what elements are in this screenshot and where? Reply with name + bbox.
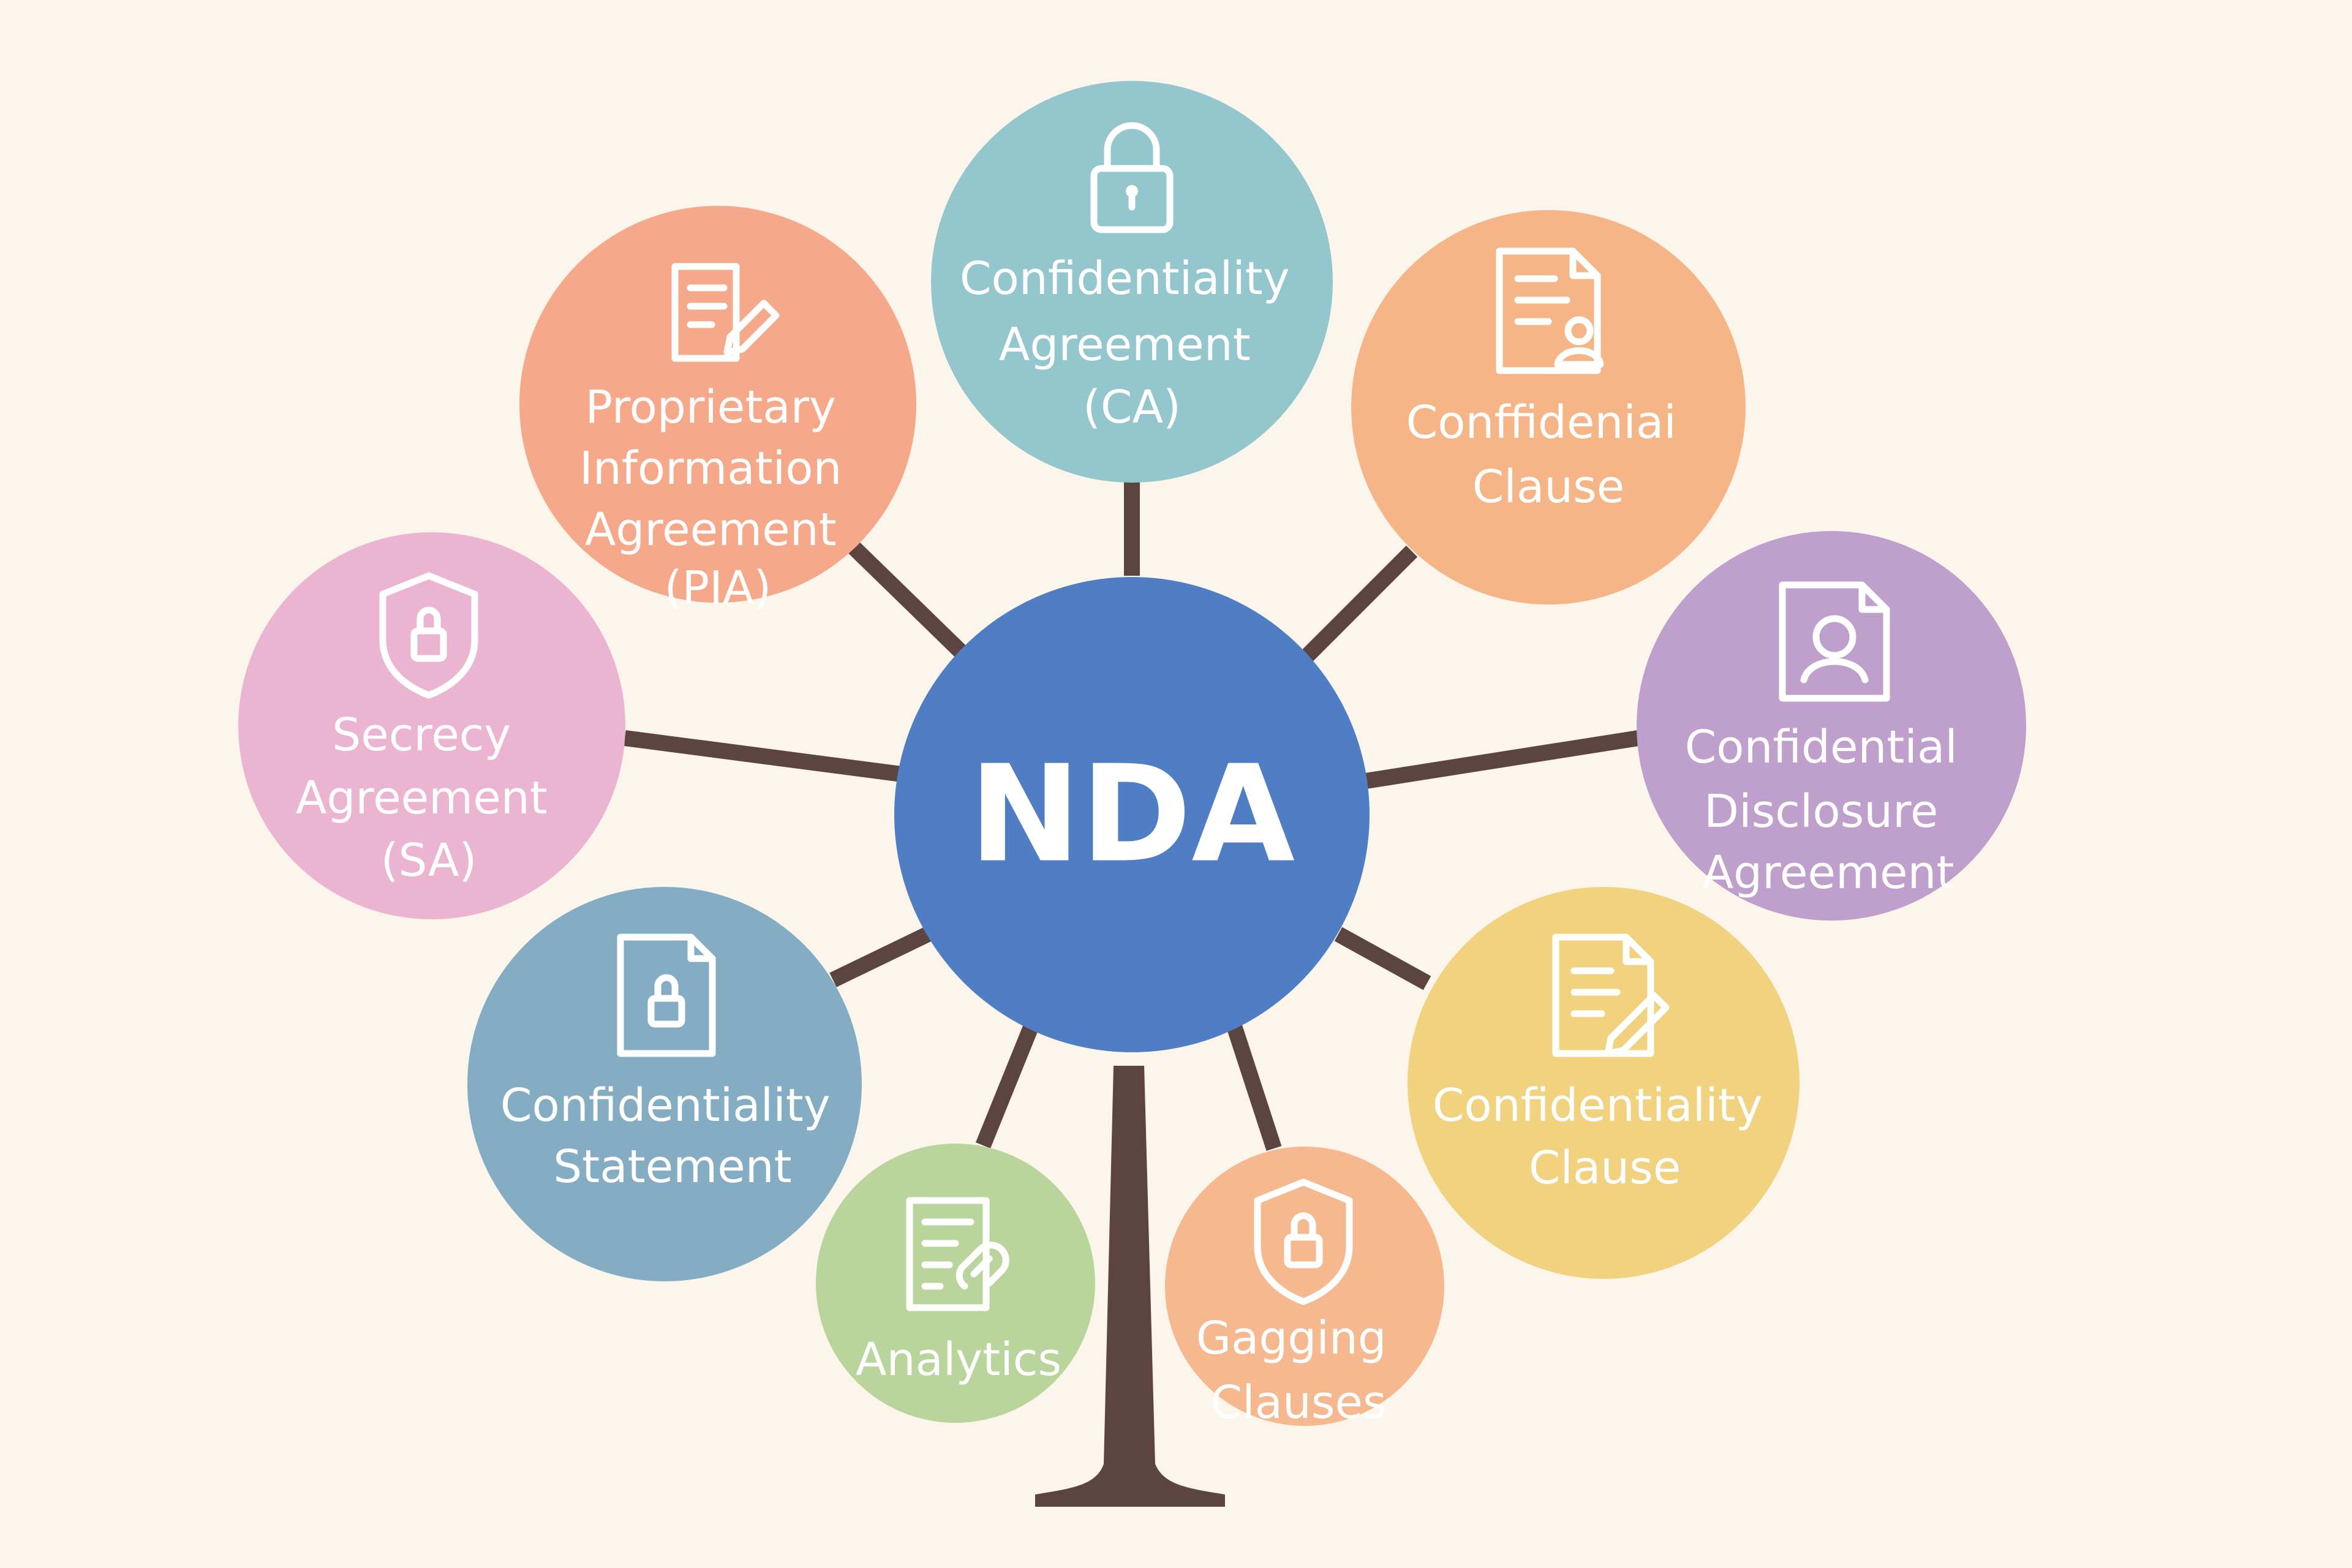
document-link-icon [906,1197,1009,1311]
node-label-line: Gagging [1196,1312,1387,1365]
shield-lock-icon [1254,1178,1353,1305]
node-label-line: (CA) [1083,381,1181,434]
node-circle [816,1144,1095,1423]
svg-text:Confidentiality Agreem: Confidentiality Agreement (CA) [960,252,1304,434]
node-label-line: Proprietary [586,381,836,434]
node-confidentiality-clause: Confidentiality Clause [1408,887,1800,1279]
node-label-line: Agreement [999,318,1251,371]
branch-connector [1223,1014,1282,1152]
branch-connector [845,539,974,665]
node-label-line: Conffideniai [1406,396,1676,449]
svg-text:Proprietary Informatio: Proprietary Information Agreement (PIA) [579,381,856,614]
node-gagging-clauses: Gagging Clauses [1165,1147,1444,1429]
node-circle [238,532,625,919]
lock-icon [1090,122,1174,233]
branch-connector [829,927,932,987]
node-label-line: Information [579,442,842,495]
node-circle [1351,210,1746,605]
document-person-icon [1496,247,1604,374]
node-label-line: Statement [553,1140,791,1193]
node-label-line: Disclosure [1704,785,1938,838]
node-circle [931,81,1333,483]
branch-connector [624,730,908,783]
node-label-line: Agreement [1703,846,1954,899]
node-label-line: Clause [1472,461,1625,513]
document-lock-icon [617,933,716,1057]
svg-text:Gagging Clauses: Gagging Clauses [1196,1312,1401,1429]
svg-text:Confidentiality Statem: Confidentiality Statement [500,1079,845,1193]
node-label-line: (SA) [381,834,477,887]
hub-node: NDA [894,577,1370,1052]
node-confidentiality-agreement: Confidentiality Agreement (CA) [931,81,1333,483]
branch-connector [975,1014,1043,1148]
node-label-line: Analytics [856,1333,1061,1386]
node-label-line: Clauses [1210,1376,1386,1429]
node-label-line: Confidential [1685,721,1958,774]
node-circle [1165,1147,1444,1426]
svg-text:Analytics: Analytics [856,1333,1061,1386]
branch-connectors [624,478,1640,1152]
hub-circle [894,577,1370,1052]
node-confidentiality-statement: Confidentiality Statement [467,887,862,1281]
node-label-line: Confidentiality [960,252,1290,305]
branch-connector [1364,730,1640,789]
node-confidential-disclosure-agreement: Confidential Disclosure Agreement [1637,531,2026,921]
node-conffideniai-clause: Conffideniai Clause [1351,210,1746,605]
node-circle [519,206,916,603]
node-label-line: Clause [1529,1142,1681,1194]
hub-label: NDA [969,737,1295,892]
document-edit-icon [671,263,780,362]
branch-connector [1289,545,1418,674]
node-proprietary-information-agreement: Proprietary Information Agreement (PIA) [519,206,916,614]
svg-text:Confidentiality Clause: Confidentiality Clause [1433,1079,1777,1194]
node-circle [1408,887,1800,1279]
svg-text:Secrecy Agreement: Secrecy Agreement (SA) [296,709,562,887]
document-user-icon [1779,581,1890,702]
document-edit-icon [1552,933,1670,1057]
node-label-line: Agreement [585,503,837,556]
svg-text:Confidential Disclosur: Confidential Disclosure Agreement [1685,721,1972,899]
node-circle [1637,531,2026,921]
node-analytics: Analytics [816,1144,1095,1423]
tree-trunk [1035,1066,1225,1507]
node-label-line: Confidentiality [1433,1079,1763,1132]
node-label-line: Agreement [296,772,548,824]
node-secrecy-agreement: Secrecy Agreement (SA) [238,532,625,919]
node-label-line: Secrecy [332,709,511,761]
branch-connector [1334,927,1431,990]
node-circle [467,887,862,1281]
svg-text:Conffideniai Clause: Conffideniai Clause [1406,396,1691,513]
node-label-line: (PIA) [665,562,772,614]
node-label-line: Confidentiality [500,1079,831,1132]
shield-lock-icon [379,572,478,699]
